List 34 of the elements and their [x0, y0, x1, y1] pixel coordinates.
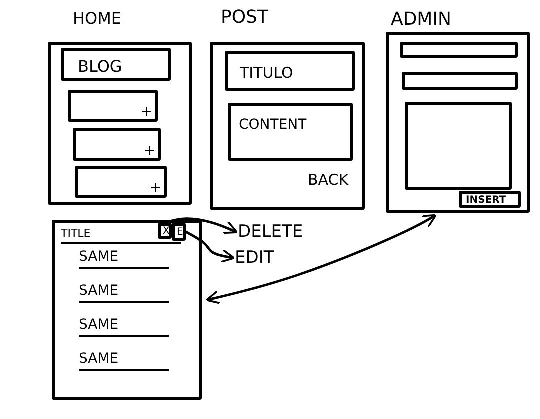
list-item-box: [75, 166, 167, 198]
list-screen-frame: [52, 220, 202, 400]
list-row-text: SAME: [79, 318, 169, 337]
text-area: [405, 102, 512, 190]
header-box: [61, 48, 171, 81]
back-link: BACK: [308, 173, 349, 188]
content-field: [228, 103, 353, 161]
button-label: E: [177, 228, 184, 238]
plus-sign: +: [141, 105, 153, 119]
list-item-box: [68, 90, 158, 122]
arrow: [206, 214, 438, 304]
button-label: INSERT: [466, 196, 506, 206]
plus-sign: +: [150, 181, 162, 195]
arrow: [185, 230, 236, 264]
screen-title: HOME: [73, 11, 122, 27]
edit-button: [172, 223, 186, 241]
action-label: EDIT: [235, 248, 274, 268]
list-row-text: SAME: [79, 352, 169, 371]
input-field: [400, 42, 518, 58]
screen-title: ADMIN: [391, 11, 452, 29]
header-text: BLOG: [78, 59, 122, 75]
delete-button: [158, 223, 172, 239]
button-label: X: [163, 227, 170, 237]
plus-sign: +: [144, 144, 156, 158]
field-label: CONTENT: [239, 118, 307, 132]
title-field: [225, 51, 355, 91]
list-item-box: [73, 128, 161, 161]
input-field: [402, 72, 518, 90]
screen-title: POST: [221, 9, 268, 27]
list-row-text: SAME: [79, 284, 169, 303]
action-label: DELETE: [238, 222, 304, 242]
field-label: TITULO: [240, 66, 294, 81]
list-row-text: SAME: [79, 250, 169, 269]
insert-button: [459, 191, 521, 208]
